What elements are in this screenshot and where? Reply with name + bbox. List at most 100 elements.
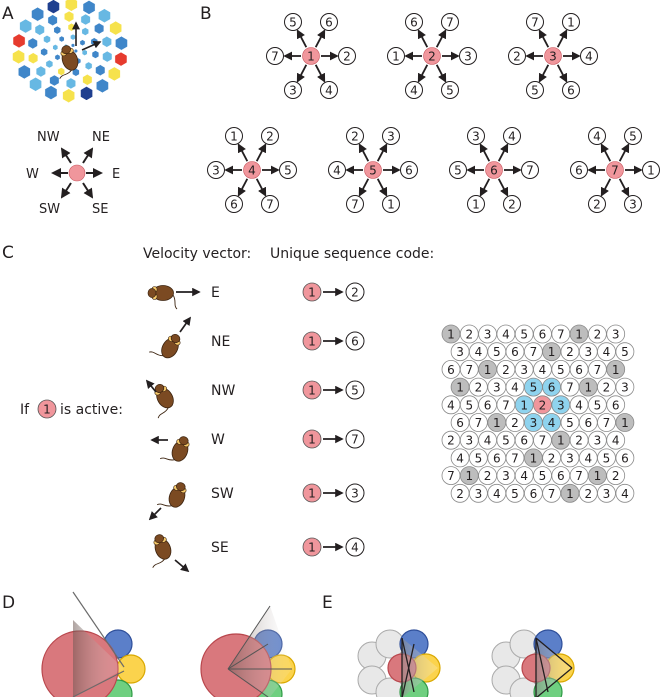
grid-node: [542, 448, 561, 468]
arrow-icon: [600, 178, 612, 197]
grid-node-label: 1: [465, 469, 473, 483]
from-node-label: 1: [308, 433, 316, 447]
from-node: [302, 429, 322, 449]
panel-label-b: B: [200, 4, 212, 24]
active-node-label: 5: [369, 164, 377, 178]
grid-field-hexagon: [91, 50, 100, 59]
grid-node: [615, 448, 635, 468]
arrow-icon: [376, 143, 388, 162]
neighbor-node-label: 4: [585, 50, 593, 64]
neighbor-node: [207, 161, 225, 179]
neighbor-node: [338, 47, 356, 65]
mouse-icon: [147, 285, 178, 310]
neighbor-node: [328, 161, 346, 179]
to-node-label: 6: [351, 335, 359, 349]
arrow-icon: [618, 143, 630, 162]
active-node: [423, 47, 441, 65]
header-sequence-code: Unique sequence code:: [270, 246, 434, 262]
grid-node-label: 6: [612, 398, 620, 412]
grid-node-label: 5: [621, 345, 629, 359]
to-node: [345, 483, 365, 503]
to-node: [345, 282, 365, 302]
grid-node-label: 7: [530, 345, 538, 359]
grid-node: [597, 377, 616, 397]
grid-field-hexagon: [67, 22, 76, 32]
grid-field-hexagon: [114, 51, 128, 67]
grid-node-label: 3: [520, 363, 528, 377]
label-e: E: [112, 167, 120, 182]
grid-node-label: 6: [493, 451, 501, 465]
neighbor-node: [588, 127, 606, 145]
grid-node-label: 1: [548, 345, 556, 359]
grid-node: [606, 430, 626, 450]
grid-field-hexagon: [12, 49, 25, 65]
neighbor-node-label: 4: [593, 130, 601, 144]
neighbor-node-label: 6: [567, 84, 575, 98]
grid-node-label: 7: [603, 416, 611, 430]
grid-node: [615, 483, 635, 503]
grid-node-label: 6: [484, 398, 492, 412]
active-node: [485, 161, 503, 179]
active-node-label: 7: [611, 164, 619, 178]
grid-node-label: 3: [603, 487, 611, 501]
neighbor-node-label: 4: [325, 84, 333, 98]
grid-node-label: 2: [548, 451, 556, 465]
neighbor-node-label: 3: [464, 50, 472, 64]
panel-label-c: C: [2, 243, 14, 263]
to-node: [345, 429, 365, 449]
arrow-icon: [82, 147, 94, 164]
active-node-label: 6: [490, 164, 498, 178]
grid-field-hexagon: [57, 67, 65, 76]
grid-node-label: 7: [575, 469, 583, 483]
grid-node-label: 5: [594, 398, 602, 412]
grid-node: [505, 483, 525, 503]
grid-node-label: 2: [465, 328, 473, 342]
neighbor-node: [508, 47, 526, 65]
grid-node: [606, 324, 626, 344]
grid-node-label: 6: [584, 416, 592, 430]
grid-node-label: 2: [594, 328, 602, 342]
arrow-icon: [81, 40, 102, 51]
neighbor-node: [261, 195, 279, 213]
neighbor-node-label: 2: [351, 130, 359, 144]
grid-node-label: 4: [511, 381, 519, 395]
grid-node-label: 1: [566, 487, 574, 501]
neighbor-node: [588, 195, 606, 213]
grid-node-label: 2: [484, 469, 492, 483]
arrow-icon: [60, 182, 72, 199]
neighbor-node: [320, 13, 338, 31]
neighbor-node: [467, 195, 485, 213]
grid-field-hexagon: [65, 77, 76, 90]
grid-node-label: 2: [584, 487, 592, 501]
label-ne: NE: [92, 130, 110, 145]
grid-node-label: 7: [548, 487, 556, 501]
direction-label: SW: [211, 486, 234, 502]
grid-field-hexagon: [64, 10, 75, 23]
neighbor-node-label: 3: [472, 130, 480, 144]
arrow-icon: [417, 29, 429, 48]
grid-field-hexagon: [19, 18, 32, 34]
grid-node-label: 6: [456, 416, 464, 430]
grid-field-hexagon: [73, 48, 78, 54]
grid-node-label: 4: [520, 469, 528, 483]
grid-node: [615, 377, 635, 397]
grid-field-hexagon: [81, 27, 89, 36]
grid-field-hexagon: [52, 44, 59, 51]
neighbor-node: [526, 81, 544, 99]
neighbor-node-label: 7: [526, 164, 534, 178]
grid-field-hexagon: [94, 22, 105, 35]
neighbor-node-label: 5: [629, 130, 637, 144]
direction-label: NW: [211, 383, 235, 399]
mouse-icon: [159, 430, 193, 468]
neighbor-node-label: 2: [266, 130, 274, 144]
neighbor-node: [266, 47, 284, 65]
to-node: [345, 331, 365, 351]
grid-node-label: 4: [584, 451, 592, 465]
grid-field-hexagon: [40, 47, 48, 57]
compass-center-node: [68, 164, 86, 182]
grid-node-label: 1: [484, 363, 492, 377]
neighbor-node-label: 2: [508, 198, 516, 212]
